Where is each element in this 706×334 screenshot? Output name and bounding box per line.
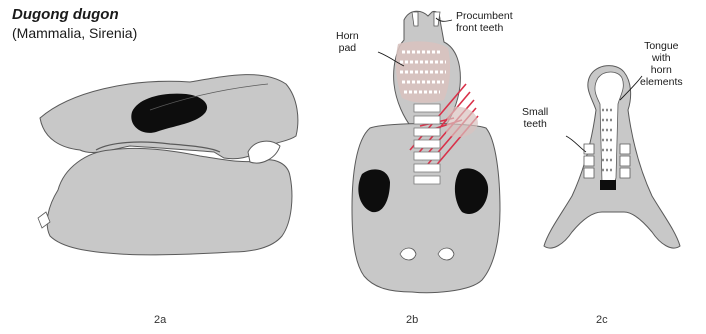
skull-lateral-view [38,75,298,255]
tongue-label: Tongue with horn elements [640,40,683,88]
horn-pad-label-line1: Horn [336,30,359,42]
small-teeth-label-line2: teeth [522,118,548,130]
tongue-label-line4: elements [640,76,683,88]
symphysis-dark [600,180,616,190]
tongue-label-line1: Tongue [640,40,683,52]
tongue-label-line2: with [640,52,683,64]
procumbent-label-line2: front teeth [456,22,513,34]
panel-label-2a: 2a [154,314,166,326]
vertebral-column [414,104,440,184]
panel-label-2c: 2c [596,314,608,326]
horn-pad-label: Horn pad [336,30,359,54]
mandible-dorsal-view [544,66,680,248]
skull-ventral-view [352,11,500,292]
small-teeth-leader [566,136,586,152]
tongue-label-line3: horn [640,64,683,76]
procumbent-teeth-label: Procumbent front teeth [456,10,513,34]
left-small-teeth [584,144,594,178]
small-teeth-label-line1: Small [522,106,548,118]
skull-mandible [47,148,292,254]
horn-pad-label-line2: pad [336,42,359,54]
right-small-teeth [620,144,630,178]
small-teeth-label: Small teeth [522,106,548,130]
panel-label-2b: 2b [406,314,418,326]
procumbent-label-line1: Procumbent [456,10,513,22]
